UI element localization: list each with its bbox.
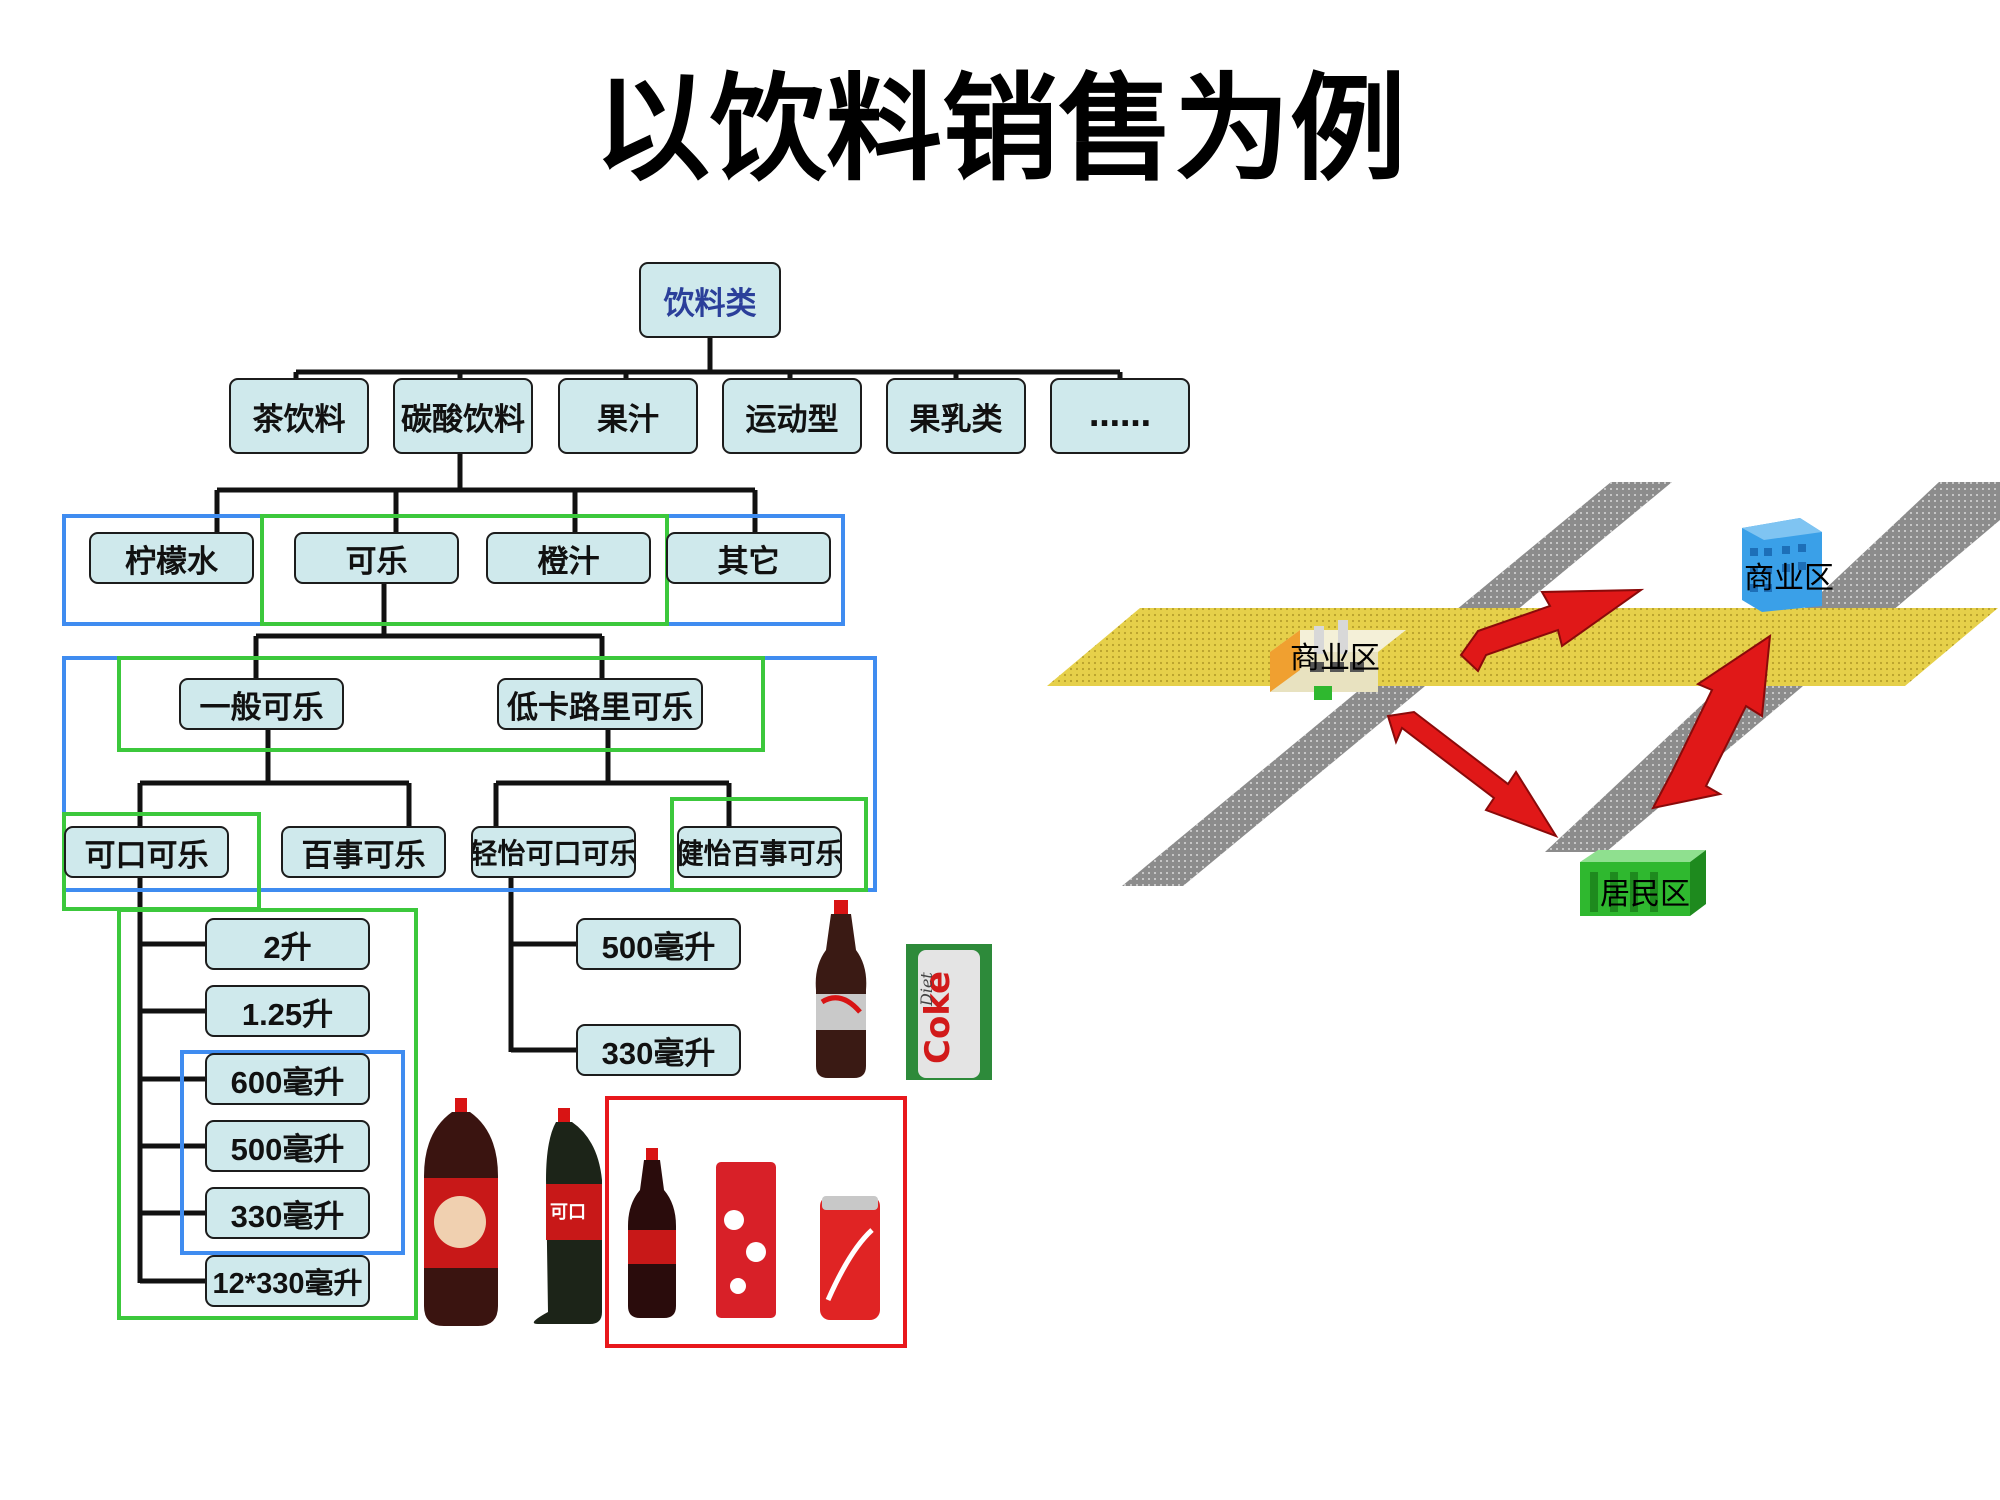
office-tower-icon	[1742, 518, 1822, 612]
node-orange: 橙汁	[486, 532, 651, 584]
page-title: 以饮料销售为例	[594, 62, 1406, 197]
svg-text:可口: 可口	[550, 1202, 586, 1223]
node-regular-cola: 一般可乐	[179, 678, 344, 730]
diet-coke-can-image: Coke Diet	[906, 944, 992, 1080]
arrow-factory-office	[1459, 588, 1645, 673]
frame-cola-types	[117, 656, 765, 752]
node-size-600ml: 600毫升	[205, 1053, 370, 1105]
coke-600ml-bottle-image	[628, 1148, 676, 1318]
residential-building-icon	[1580, 850, 1706, 916]
frame-coke-sizes	[117, 908, 418, 1320]
arrow-factory-residential	[1386, 710, 1559, 838]
label-residential: 居民区	[1600, 877, 1690, 912]
node-pepsi: 百事可乐	[281, 826, 446, 878]
arrow-office-residential	[1651, 633, 1772, 810]
node-more: ……	[1050, 378, 1190, 454]
node-tea: 茶饮料	[229, 378, 369, 454]
node-cola: 可乐	[294, 532, 459, 584]
coke-330ml-can-image	[820, 1196, 880, 1320]
node-size-12x330ml: 12*330毫升	[205, 1255, 370, 1307]
node-coca-cola: 可口可乐	[64, 826, 229, 878]
node-size-1-25l: 1.25升	[205, 985, 370, 1037]
node-light-500ml: 500毫升	[576, 918, 741, 970]
coke-light-bottle-image	[806, 898, 876, 1084]
frame-coke-mid-sizes	[180, 1050, 405, 1255]
node-size-500ml: 500毫升	[205, 1120, 370, 1172]
frame-coke-products	[605, 1096, 907, 1348]
node-size-2l: 2升	[205, 918, 370, 970]
node-lemonade: 柠檬水	[89, 532, 254, 584]
node-milk: 果乳类	[886, 378, 1026, 454]
node-light-330ml: 330毫升	[576, 1024, 741, 1076]
frame-pepsi-light	[670, 797, 868, 892]
coke-2l-bottle-image	[424, 1098, 498, 1326]
coke-500ml-can-image	[716, 1162, 776, 1318]
node-size-330ml: 330毫升	[205, 1187, 370, 1239]
node-carbonated: 碳酸饮料	[393, 378, 533, 454]
node-low-cal-cola: 低卡路里可乐	[497, 678, 703, 730]
factory-building-icon	[1270, 620, 1406, 700]
node-pepsi-light: 健怡百事可乐	[677, 826, 842, 878]
svg-text:Diet: Diet	[917, 972, 936, 1007]
label-factory-commercial: 商业区	[1290, 641, 1380, 676]
node-juice: 果汁	[558, 378, 698, 454]
node-sports: 运动型	[722, 378, 862, 454]
coke-1-25l-bottle-image: 可口	[533, 1108, 602, 1324]
node-coke-light: 轻怡可口可乐	[471, 826, 636, 878]
node-root: 饮料类	[639, 262, 781, 338]
svg-text:Coke: Coke	[918, 971, 958, 1064]
node-other: 其它	[666, 532, 831, 584]
label-office-commercial: 商业区	[1744, 561, 1834, 596]
